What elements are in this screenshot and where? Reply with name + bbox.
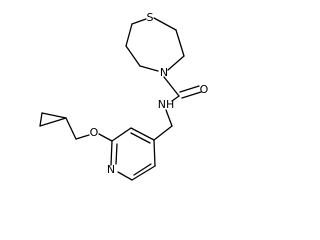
- bond: [125, 45, 141, 67]
- cyclopropylmethoxy-group: [39, 112, 113, 142]
- bond: [41, 112, 67, 119]
- bond: [39, 117, 67, 127]
- double-bond: [179, 85, 200, 93]
- carboxamide-group: [163, 76, 202, 102]
- bond: [167, 55, 185, 71]
- molecule-structure: S N O NH O N: [39, 11, 209, 181]
- bond: [165, 109, 173, 127]
- bond: [131, 18, 147, 25]
- double-bond: [115, 143, 118, 165]
- bond: [153, 139, 156, 167]
- ether-oxygen-label: O: [90, 126, 99, 139]
- bond: [117, 171, 133, 181]
- pyridine-nitrogen-label: N: [107, 163, 115, 176]
- bond: [65, 117, 77, 140]
- double-bond: [130, 132, 151, 144]
- double-bond: [181, 91, 202, 99]
- bond: [131, 165, 156, 181]
- bond: [163, 76, 180, 97]
- bond: [139, 65, 159, 72]
- methylene-linker: [153, 109, 173, 141]
- sulfur-atom-label: S: [147, 11, 154, 24]
- amide-nh-label: NH: [158, 98, 175, 111]
- bond: [153, 17, 177, 31]
- ring-nitrogen-label: N: [160, 66, 168, 79]
- bond: [171, 95, 180, 102]
- bond: [75, 134, 90, 140]
- bond: [110, 140, 113, 166]
- bond: [175, 29, 185, 57]
- double-bond: [133, 163, 152, 176]
- pyridine-ring: [110, 127, 156, 181]
- bond: [111, 127, 132, 142]
- bond: [153, 125, 173, 141]
- bond: [39, 112, 43, 127]
- carbonyl-oxygen-label: O: [200, 83, 209, 96]
- bond: [98, 133, 113, 142]
- thiazepane-ring: [125, 17, 185, 72]
- bond: [125, 23, 133, 47]
- bond: [130, 127, 155, 141]
